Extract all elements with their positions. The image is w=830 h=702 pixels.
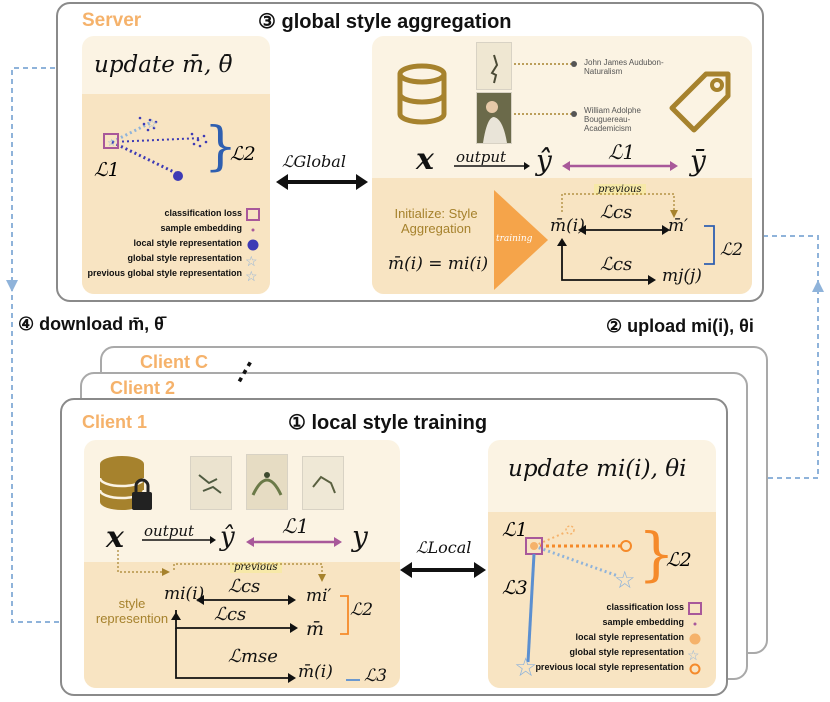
server-output-label: output <box>456 148 507 166</box>
training-arrow <box>494 190 548 290</box>
client-legend-global: global style representation <box>569 647 684 657</box>
client-1-step-title: ① local style training <box>288 412 488 434</box>
server-L2: ℒ2 <box>720 240 744 260</box>
database-lock-icon <box>98 456 152 510</box>
client-2-title: Client 2 <box>110 378 176 398</box>
client-y: y <box>352 520 368 553</box>
local-loss-label: ℒLocal <box>416 538 472 557</box>
client-right-L3: ℒ3 <box>502 577 528 599</box>
server-L2-label: ℒ2 <box>230 143 256 165</box>
svg-text:☆: ☆ <box>687 648 700 664</box>
server-aggregation-subpanel: John James Audubon-Naturalism William Ad… <box>372 36 752 294</box>
server-m-j: mj(j) <box>662 266 702 286</box>
server-y-hat: ŷ̂ <box>536 144 552 177</box>
server-previous: previous <box>594 184 646 195</box>
global-loss-arrow <box>276 174 368 190</box>
training-label: training <box>496 234 533 244</box>
server-embedding-plot: ☆ ☆ ℒ1 } ℒ2 <box>94 116 256 181</box>
server-legend-previous: previous global style representation <box>87 268 242 278</box>
client-previous: previous <box>230 562 282 573</box>
painting-label-bouguereau: William Adolphe Bouguereau-Academicism <box>584 106 641 133</box>
client-L-cs-1: ℒcs <box>228 576 261 597</box>
client-output-label: output <box>144 522 195 540</box>
client-right-L2: ℒ2 <box>666 549 692 571</box>
client-y-hat: ŷ <box>220 522 235 552</box>
svg-text:}: } <box>638 520 675 588</box>
server-L-cs-2: ℒcs <box>600 254 633 275</box>
client-painting-2 <box>246 454 288 510</box>
client-legend-previous: previous local style representation <box>535 662 684 672</box>
client-L-mse: ℒmse <box>228 646 278 667</box>
client-L2: ℒ2 <box>350 600 374 620</box>
painting-bird <box>476 42 512 90</box>
client-m-bar: m̄ <box>306 618 325 640</box>
tag-icon <box>669 71 731 133</box>
server-x: x <box>416 142 434 177</box>
client-legend-local: local style representation <box>575 632 684 642</box>
client-m-bar-i: m̄(i) <box>298 662 333 682</box>
server-init-eq: m̄(i) = mi(i) <box>388 254 489 274</box>
server-title: Server <box>82 10 142 31</box>
database-icon <box>397 63 447 125</box>
server-init-label: Initialize: Style Aggregation <box>394 206 478 236</box>
client-m-i: mi(i) <box>164 584 205 604</box>
client-L1: ℒ1 <box>282 514 310 538</box>
client-1-panel: Client 1 ① local style training x output <box>60 398 728 696</box>
client-L-cs-2: ℒcs <box>214 604 247 625</box>
svg-text:☆: ☆ <box>146 117 158 132</box>
client-update-subpanel: update mi(i), θi ☆ } ℒ1 ℒ2 ℒ3 ☆ classifi… <box>488 440 716 688</box>
svg-text:☆: ☆ <box>245 254 258 270</box>
server-L-cs-1: ℒcs <box>600 202 633 223</box>
upload-label: ② upload mi(i), θi <box>606 316 754 336</box>
server-L1-label: ℒ1 <box>94 159 120 181</box>
client-L3: ℒ3 <box>364 666 388 686</box>
client-m-i-prime: mi′ <box>306 586 332 606</box>
server-m-bar-i: m̄(i) <box>550 216 585 236</box>
painting-label-audubon: John James Audubon-Naturalism <box>584 58 664 76</box>
download-label: ④ download m̄, θ̄ <box>18 314 164 334</box>
client-x: x <box>106 520 124 555</box>
client-legend-classification: classification loss <box>606 602 684 612</box>
svg-text:☆: ☆ <box>614 566 636 594</box>
client-update-label: update mi(i), θi <box>508 456 687 482</box>
server-panel: Server ③ global style aggregation update… <box>56 2 764 302</box>
server-legend-global: global style representation <box>127 253 242 263</box>
server-y-bar: ȳ <box>690 144 706 177</box>
client-painting-1 <box>190 456 232 510</box>
server-update-label: update m̄, θ̄ <box>94 52 233 78</box>
client-c-title: Client C <box>140 352 209 372</box>
client-legend-sample: sample embedding <box>602 617 684 627</box>
server-L1: ℒ1 <box>608 140 636 164</box>
svg-text:☆: ☆ <box>245 269 258 285</box>
global-loss-label: ℒGlobal <box>282 152 346 171</box>
client-painting-3 <box>302 456 344 510</box>
server-legend-local: local style representation <box>133 238 242 248</box>
client-training-subpanel: x output ŷ ℒ1 y previous style represent… <box>84 440 400 688</box>
server-legend-classification: classification loss <box>164 208 242 218</box>
server-legend-sample: sample embedding <box>160 223 242 233</box>
client-embedding-plot: ☆ } ℒ1 ℒ2 ℒ3 <box>502 519 692 599</box>
client-right-L1: ℒ1 <box>502 519 528 541</box>
server-legend-symbols: ☆ ☆ <box>245 208 260 285</box>
local-loss-arrow <box>400 562 486 578</box>
svg-text:☆: ☆ <box>107 138 116 149</box>
server-m-bar-prime: m̄′ <box>668 216 688 236</box>
client-legend-symbols: ☆ <box>687 602 702 675</box>
server-step-title: ③ global style aggregation <box>258 11 512 33</box>
svg-text:}: } <box>204 117 237 177</box>
painting-portrait <box>476 92 512 144</box>
server-update-subpanel: update m̄, θ̄ ☆ ☆ ℒ1 } ℒ2 classificati <box>82 36 270 294</box>
client-style-label: style represention <box>95 596 169 626</box>
svg-text:☆: ☆ <box>514 653 537 676</box>
client-1-title: Client 1 <box>82 412 148 432</box>
